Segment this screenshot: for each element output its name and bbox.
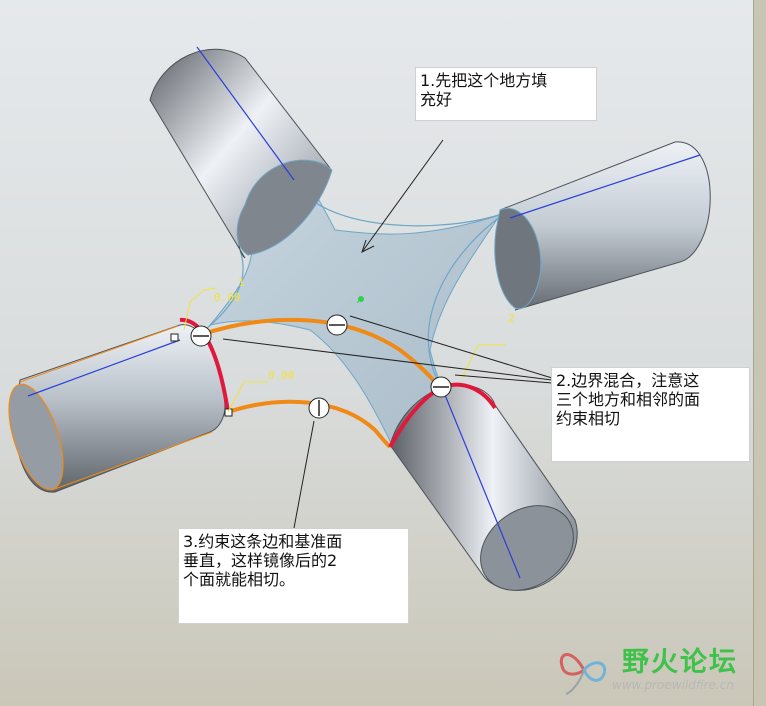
leader-note-2c — [454, 374, 553, 384]
fill-boundary-curve-upper — [299, 187, 506, 227]
forum-watermark: 野火论坛 www.proewildfire.cn — [552, 636, 764, 702]
fill-boundary-curve-right — [427, 212, 506, 386]
leader-note-3 — [293, 420, 315, 529]
dimension-3-label: 2 — [508, 312, 515, 325]
leader-note-2a — [222, 338, 553, 381]
watermark-url: www.proewildfire.cn — [612, 678, 734, 692]
cylinder-lower-right[interactable] — [389, 384, 590, 608]
dimension-2-value: 0.00 — [268, 369, 295, 382]
leader-note-1 — [361, 139, 444, 253]
dimension-3[interactable]: 2 — [461, 312, 515, 379]
dimension-1-value: 0.00 — [214, 291, 241, 304]
constraint-handle-2[interactable] — [326, 314, 348, 336]
butterfly-logo-icon — [559, 653, 607, 695]
dimension-1-label: 1 — [238, 276, 245, 289]
leader-note-2b — [349, 315, 553, 379]
constraint-handle-3[interactable] — [430, 376, 452, 398]
window-edge-strip — [753, 0, 766, 706]
watermark-title: 野火论坛 — [622, 647, 738, 678]
annotation-note-3: 3.约束这条边和基准面 垂直，这样镜像后的2 个面就能相切。 — [178, 528, 409, 624]
cylinder-right[interactable] — [494, 141, 711, 311]
cylinder-upper-left[interactable] — [149, 46, 333, 259]
annotation-note-1: 1.先把这个地方填 充好 — [415, 67, 597, 121]
annotation-note-2: 2.边界混合，注意这 三个地方和相邻的面 约束相切 — [551, 367, 750, 462]
cylinder-lower-left[interactable] — [0, 324, 226, 496]
red-edge-left-cylinder[interactable] — [179, 317, 230, 413]
fill-boundary-curve-left — [204, 249, 244, 331]
boundary-blend-curve-upper[interactable] — [199, 317, 442, 390]
constraint-handle-1[interactable] — [190, 325, 212, 347]
constraint-handle-4[interactable] — [308, 397, 330, 419]
leader-note-1-arrow — [361, 239, 375, 253]
dimension-1[interactable]: 0.00 1 — [183, 276, 245, 331]
vertex-grip-lower[interactable] — [224, 408, 233, 417]
boundary-blend-curve-lower[interactable] — [227, 399, 392, 449]
dimension-2[interactable]: 0.00 — [227, 369, 295, 413]
vertex-grip-upper[interactable] — [170, 333, 179, 342]
